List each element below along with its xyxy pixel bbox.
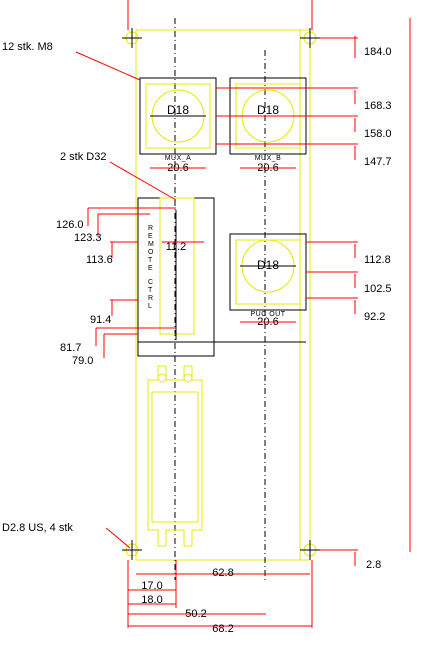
- puc-out-hole-label: D18: [257, 258, 279, 272]
- cutout-remote-ctrl: [137, 197, 306, 357]
- corner-hole-top-right: [300, 28, 320, 48]
- callout-d32: 2 stk D32: [60, 151, 106, 163]
- dim-62: 62.8: [212, 567, 233, 579]
- dim-147: 147.7: [364, 156, 392, 168]
- mux-a-label: MUX_A: [165, 155, 192, 162]
- corner-hole-bottom-left: [122, 540, 142, 560]
- subd-connector-outline: [147, 365, 203, 547]
- puc-out-label: PUC OUT: [251, 311, 286, 318]
- dim-123: 123.3: [74, 232, 102, 244]
- dim-2-8: 2.8: [366, 559, 381, 571]
- dim-102: 102.5: [364, 283, 392, 295]
- leader-d28: [105, 527, 131, 549]
- leader-d32: [109, 161, 177, 201]
- mux-a-hole-label: D18: [167, 103, 189, 117]
- corner-hole-bottom-right: [300, 540, 320, 560]
- panel-outline: [135, 29, 311, 561]
- remote-ctrl-size-label: 11.2: [166, 241, 187, 253]
- corner-hole-top-left: [122, 28, 142, 48]
- dim-126: 126.0: [56, 219, 84, 231]
- cutout-mux-a: [139, 77, 217, 155]
- dim-18: 18.0: [141, 594, 162, 606]
- dim-91: 91.4: [90, 314, 111, 326]
- dim-79: 79.0: [72, 355, 93, 367]
- cutout-puc-out: [229, 233, 307, 311]
- dim-68: 68.2: [212, 623, 233, 635]
- callout-d28: D2.8 US, 4 stk: [2, 522, 73, 534]
- dim-184: 184.0: [364, 46, 392, 58]
- callout-m8: 12 stk. M8: [2, 41, 53, 53]
- mux-b-label: MUX_B: [255, 155, 282, 162]
- dim-81: 81.7: [60, 342, 81, 354]
- leader-m8: [75, 51, 141, 81]
- dim-168: 168.3: [364, 100, 392, 112]
- dim-113: 113.6: [86, 254, 113, 266]
- mux-b-hole-label: D18: [257, 103, 279, 117]
- dim-112: 112.8: [364, 254, 391, 266]
- dim-158: 158.0: [364, 128, 392, 140]
- dim-50: 50.2: [185, 608, 206, 620]
- dim-92: 92.2: [364, 311, 385, 323]
- dim-17: 17.0: [141, 580, 162, 592]
